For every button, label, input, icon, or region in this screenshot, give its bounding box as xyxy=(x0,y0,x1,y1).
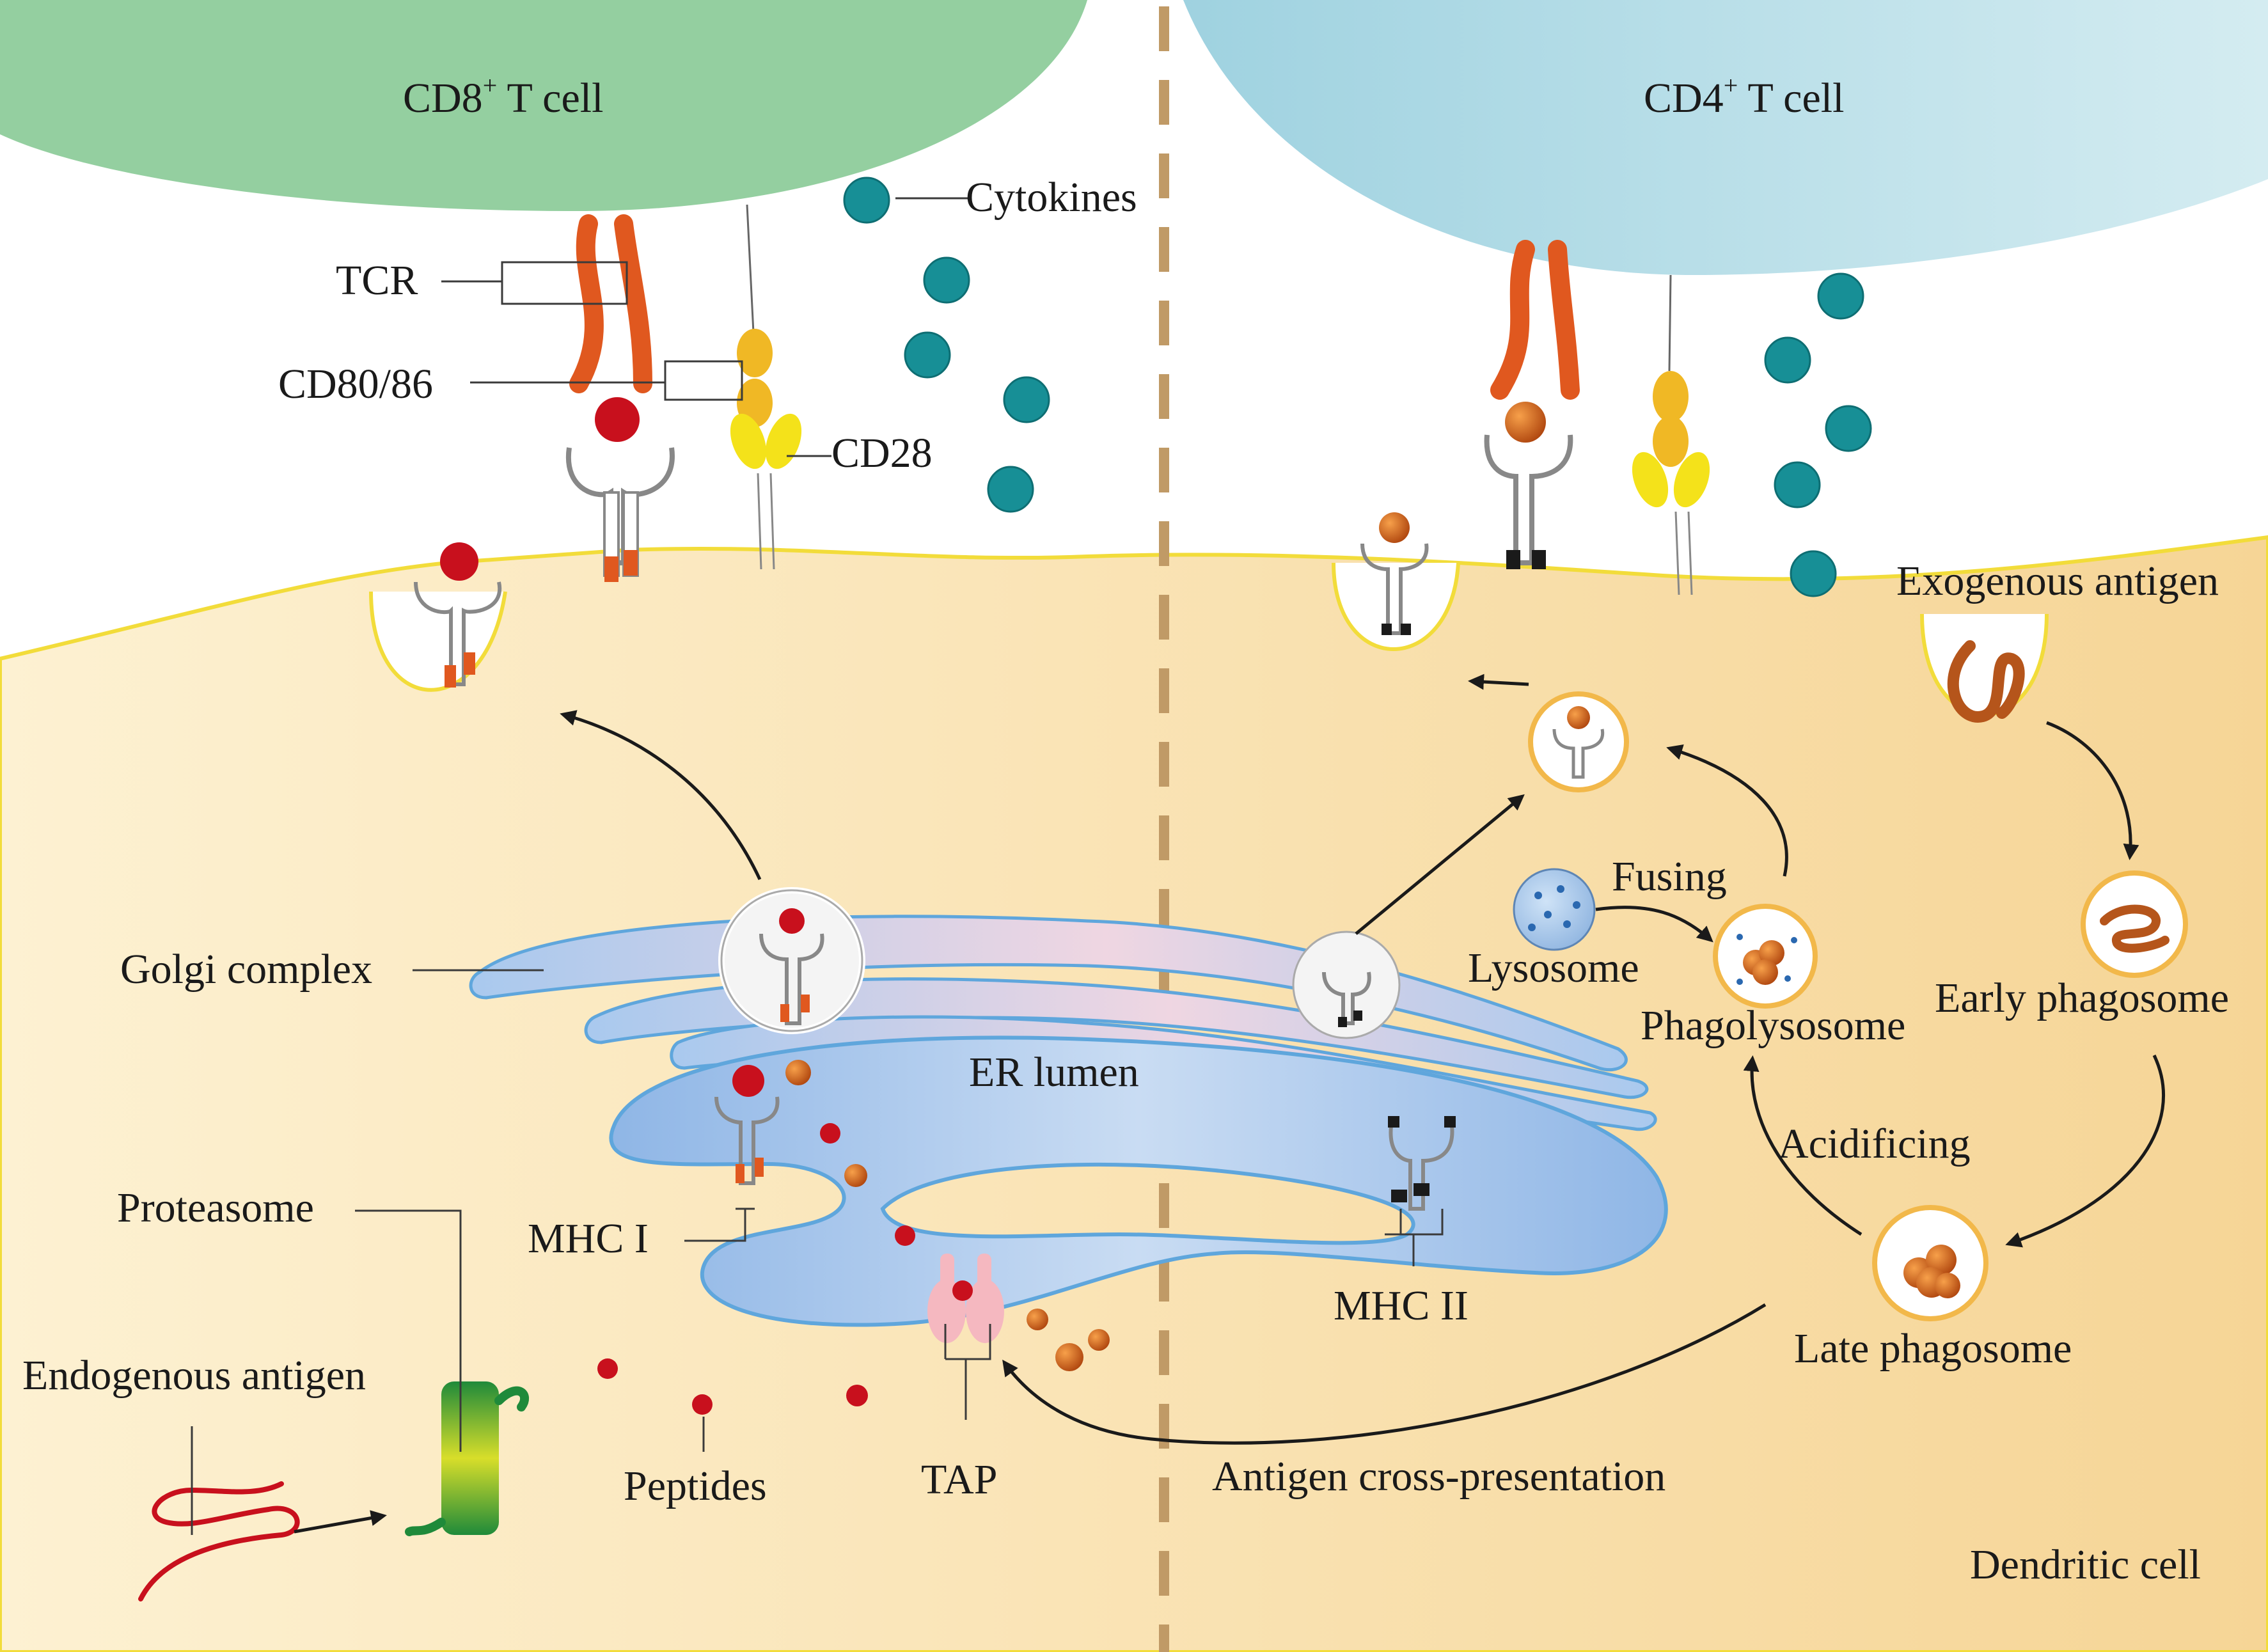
mhc-i-label: MHC I xyxy=(528,1215,649,1262)
golgi-complex-label: Golgi complex xyxy=(120,946,372,993)
endogenous-antigen-label: Endogenous antigen xyxy=(22,1352,366,1399)
mhc-ii-vesicle xyxy=(1528,691,1629,792)
early-phagosome-shape xyxy=(2081,870,2188,978)
fusing-label: Fusing xyxy=(1612,853,1727,900)
golgi-vesicle-mhc-ii xyxy=(1292,931,1401,1039)
leader-lines xyxy=(191,197,1444,1535)
pit-mhc-i xyxy=(414,542,502,688)
cd80-86-label: CD80/86 xyxy=(278,361,433,407)
peptides-label: Peptides xyxy=(624,1463,767,1509)
cytokine-group-left xyxy=(843,177,1050,513)
acidificing-label: Acidificing xyxy=(1778,1121,1971,1167)
cytokine-group-right xyxy=(1764,272,1872,597)
lysosome-shape xyxy=(1513,868,1596,951)
dendritic-cell-label: Dendritic cell xyxy=(1970,1541,2201,1588)
cd8-t-cell-label: CD8+ T cell xyxy=(403,71,603,122)
arrows xyxy=(294,673,2166,1534)
tap-label: TAP xyxy=(921,1456,997,1503)
lysosome-label: Lysosome xyxy=(1468,945,1639,991)
cd4-t-cell xyxy=(1183,0,2268,275)
cd8-tcr xyxy=(569,214,652,393)
cd28-label: CD28 xyxy=(831,430,933,476)
proteasome-label: Proteasome xyxy=(117,1184,314,1231)
cd4-costim xyxy=(1632,274,1710,595)
late-phagosome-label: Late phagosome xyxy=(1794,1325,2072,1372)
antigen-cross-presentation-label: Antigen cross-presentation xyxy=(1212,1453,1666,1500)
late-phagosome-shape xyxy=(1872,1205,1988,1321)
proteasome-shape xyxy=(405,1381,529,1536)
phagolysosome-label: Phagolysosome xyxy=(1641,1002,1905,1049)
phagolysosome-shape xyxy=(1713,904,1818,1009)
cd8-mhc-i xyxy=(565,397,675,582)
tap-transporter xyxy=(927,1254,1004,1343)
exogenous-antigen-shape xyxy=(1947,640,2025,723)
er-mhc-i xyxy=(714,1060,811,1185)
pit-mhc-ii xyxy=(1360,512,1429,635)
cd8-peptide xyxy=(595,397,640,442)
cd8-t-cell xyxy=(0,0,1087,211)
er-lumen-label: ER lumen xyxy=(969,1049,1139,1096)
early-phagosome-label: Early phagosome xyxy=(1935,975,2229,1021)
right-membrane-pit xyxy=(1332,562,1460,651)
cytokines-label: Cytokines xyxy=(966,174,1137,221)
mhc-ii-label: MHC II xyxy=(1334,1282,1469,1329)
endogenous-antigen-shape xyxy=(138,1481,300,1601)
peptides-dots xyxy=(597,1123,1110,1415)
er-mhc-ii xyxy=(1388,1116,1456,1211)
tcr-label: TCR xyxy=(336,257,418,304)
cd8-costim xyxy=(730,204,802,570)
cd4-tcr xyxy=(1490,240,1580,400)
cd4-t-cell-label: CD4+ T cell xyxy=(1644,71,1844,122)
exogenous-antigen-label: Exogenous antigen xyxy=(1896,558,2219,604)
cd4-mhc-ii xyxy=(1484,402,1573,569)
golgi-vesicle-mhc-i xyxy=(718,887,865,1034)
